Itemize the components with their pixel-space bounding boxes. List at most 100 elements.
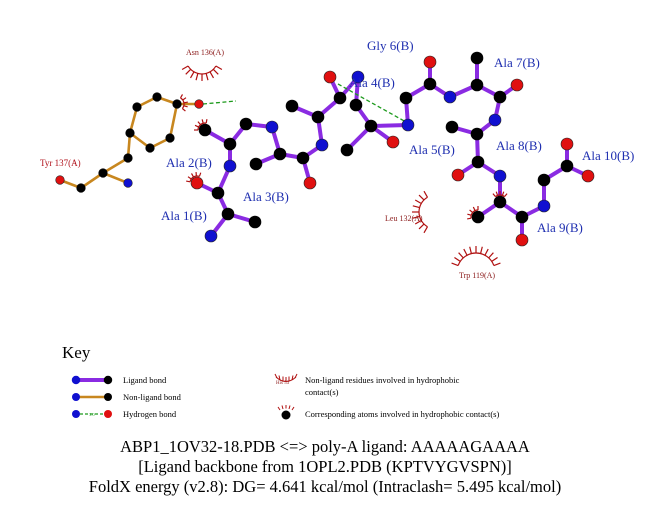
atom-c3 <box>296 151 310 165</box>
arc-curve <box>495 194 505 198</box>
atom-oh <box>194 99 204 109</box>
arc-tick <box>467 217 472 220</box>
arc-tick <box>418 223 425 230</box>
hydrophobic-arcs <box>179 65 508 267</box>
arc-tick <box>215 65 223 71</box>
arc-curve <box>187 65 217 75</box>
atom-cb <box>123 153 133 163</box>
label-ala1: Ala 1(B) <box>161 208 207 223</box>
atom-ca10 <box>537 173 551 187</box>
key-ligand-bond-text: Ligand bond <box>123 375 167 385</box>
arc-tick <box>201 119 204 124</box>
ala2-cb-contact <box>194 119 208 131</box>
label-ala4: Ala 4(B) <box>349 75 395 90</box>
arc-tick <box>504 193 508 198</box>
key-hydrophobic-residue-icon <box>274 373 298 382</box>
label-ala5: Ala 5(B) <box>409 142 455 157</box>
atom-n1 <box>204 229 218 243</box>
atom-cat <box>98 168 108 178</box>
atom-n9 <box>493 169 507 183</box>
arc-tick <box>189 71 195 79</box>
arc-tick <box>209 71 215 79</box>
arc-tick <box>205 119 208 124</box>
atom-n4 <box>315 138 329 152</box>
atom-n3 <box>265 120 279 134</box>
caption-line3: FoldX energy (v2.8): DG= 4.641 kcal/mol … <box>89 477 561 496</box>
arc-tick <box>423 226 429 234</box>
arc-tick <box>484 248 489 256</box>
atom-cb2 <box>198 123 212 137</box>
atom-ct <box>76 183 86 193</box>
key-ligand-atom-c <box>103 375 113 385</box>
key-hydrophobic-line1: Non-ligand residues involved in hydropho… <box>305 375 460 385</box>
atom-cb1 <box>248 215 262 229</box>
atom-ca2 <box>223 137 237 151</box>
arc-tick <box>190 173 195 178</box>
arc-tick <box>182 97 187 101</box>
atom-n10 <box>537 199 551 213</box>
arc-tick <box>195 73 199 81</box>
arc-tick <box>185 68 192 75</box>
arc-tick <box>183 101 188 104</box>
key-hbond-distance: 3.0 <box>89 412 95 417</box>
atom-cz <box>172 99 182 109</box>
atom-cb4 <box>285 99 299 113</box>
ala9-ca-contact <box>492 191 508 198</box>
arc-tick <box>472 206 476 211</box>
atom-ce2 <box>165 133 175 143</box>
atom-n7 <box>443 90 457 104</box>
arc-tick <box>467 213 472 216</box>
label-ala2: Ala 2(B) <box>166 155 212 170</box>
arc-tick <box>197 121 201 126</box>
key: Key Ligand bond Non-ligand bond 3.0 Hydr… <box>62 343 499 420</box>
atom-c5 <box>364 119 378 133</box>
arc-tick <box>181 65 189 71</box>
atom-c8 <box>471 155 485 169</box>
arc-tick <box>492 193 496 198</box>
key-example-residue: His 53 <box>276 381 290 386</box>
ala9-cb-contact <box>467 206 479 220</box>
arc-tick <box>205 73 209 81</box>
arc-tick <box>469 209 474 213</box>
arc-tick <box>454 256 461 262</box>
leu132-contact-arc <box>412 190 429 234</box>
arc-tick <box>198 172 202 177</box>
arc-tick <box>187 176 192 180</box>
atom-n8 <box>488 113 502 127</box>
atom-cg <box>125 128 135 138</box>
atom-o8 <box>451 168 465 182</box>
atom-c2 <box>239 117 253 131</box>
arc-tick <box>423 190 429 198</box>
atom-cd1 <box>132 102 142 112</box>
atom-ca7 <box>470 78 484 92</box>
atom-cb9 <box>471 210 485 224</box>
atom-cb3 <box>249 157 263 171</box>
key-hydrophobic-line2: contact(s) <box>305 387 339 397</box>
key-nonligand-atom-n <box>72 393 80 401</box>
arc-tick <box>414 199 422 205</box>
atom-n5 <box>351 70 365 84</box>
arc-tick <box>480 246 483 254</box>
atom-cb8 <box>445 120 459 134</box>
key-hydrogen-bond-text: Hydrogen bond <box>123 409 177 419</box>
key-hbond-atom-n <box>72 410 80 418</box>
arc-tick <box>495 191 499 196</box>
atom-ca1 <box>221 207 235 221</box>
atom-c4 <box>333 91 347 105</box>
arc-tick <box>186 180 191 183</box>
arc-tick <box>194 124 199 128</box>
key-nonligand-atom-c <box>104 393 112 401</box>
key-corresponding-atom-icon <box>277 405 295 420</box>
atom-nt <box>123 178 133 188</box>
atom-o6 <box>423 55 437 69</box>
atom-c10 <box>560 159 574 173</box>
arc-tick <box>183 105 188 108</box>
arc-tick <box>418 194 425 201</box>
arc-tick <box>488 252 494 259</box>
hydrogen-bonds <box>202 83 407 123</box>
atom-o3 <box>303 176 317 190</box>
arc-tick <box>181 108 186 112</box>
atom-cb7 <box>470 51 484 65</box>
label-ala10: Ala 10(B) <box>582 148 634 163</box>
